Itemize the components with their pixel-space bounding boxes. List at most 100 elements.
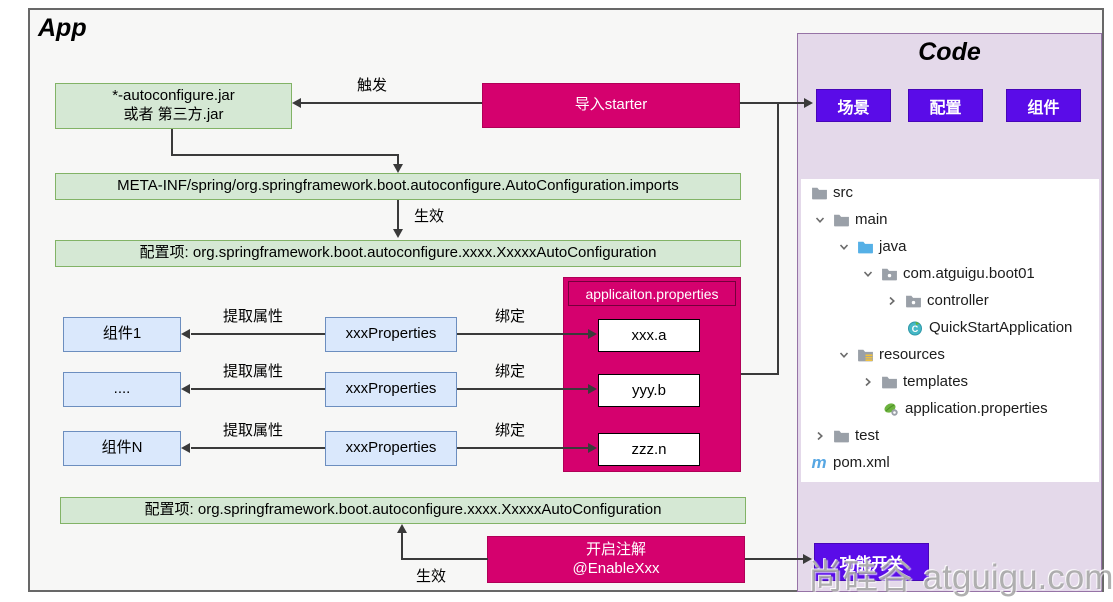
extract-arrowhead-2-icon xyxy=(181,384,190,394)
chevron-down-icon[interactable] xyxy=(809,215,831,225)
effective-bottom-label: 生效 xyxy=(416,568,447,585)
effective-top-label: 生效 xyxy=(414,208,445,225)
config-item-top-box: 配置项: org.springframework.boot.autoconfig… xyxy=(55,240,741,267)
tree-item-controller[interactable]: controller xyxy=(801,287,1099,314)
xxx-properties-box-2: xxxProperties xyxy=(325,372,457,407)
tree-item-application-properties[interactable]: application.properties xyxy=(801,395,1099,422)
project-file-tree: src main java xyxy=(801,179,1099,482)
enable-connector-v xyxy=(401,532,403,560)
tree-item-quickstart-application[interactable]: C QuickStartApplication xyxy=(801,314,1099,341)
jar-connector-v1 xyxy=(171,129,173,156)
watermark: 尚硅谷 atguigu.com xyxy=(808,558,1113,597)
folder-icon xyxy=(831,213,851,227)
bind-line-3 xyxy=(457,447,588,449)
tree-item-label: main xyxy=(855,211,888,228)
autoconfigure-jar-box: *-autoconfigure.jar 或者 第三方.jar xyxy=(55,83,292,129)
bind-label-2: 绑定 xyxy=(494,363,525,380)
folder-icon xyxy=(879,375,899,389)
jar-box-line2: 或者 第三方.jar xyxy=(123,106,224,123)
bind-arrowhead-2-icon xyxy=(588,384,597,394)
tree-item-label: QuickStartApplication xyxy=(929,319,1073,336)
bind-arrowhead-1-icon xyxy=(588,329,597,339)
chevron-down-icon[interactable] xyxy=(833,242,855,252)
property-key-3: zzz.n xyxy=(598,433,700,466)
chevron-right-icon[interactable] xyxy=(809,431,831,441)
extract-line-3 xyxy=(191,447,325,449)
config-item-bottom-box: 配置项: org.springframework.boot.autoconfig… xyxy=(60,497,746,524)
code-panel-title: Code xyxy=(918,38,981,66)
component-box-1: 组件1 xyxy=(63,317,181,352)
tree-item-templates[interactable]: templates xyxy=(801,368,1099,395)
tree-item-test[interactable]: test xyxy=(801,422,1099,449)
tree-item-resources[interactable]: resources xyxy=(801,341,1099,368)
feature-switch-chip: 功能开关 xyxy=(814,543,929,581)
extract-arrowhead-3-icon xyxy=(181,443,190,453)
meta-inf-imports-box: META-INF/spring/org.springframework.boot… xyxy=(55,173,741,200)
tree-item-label: java xyxy=(879,238,907,255)
enable-to-switch-arrowhead-icon xyxy=(803,554,812,564)
xxx-properties-box-1: xxxProperties xyxy=(325,317,457,352)
bind-line-1 xyxy=(457,333,588,335)
component-box-3: 组件N xyxy=(63,431,181,466)
bind-label-1: 绑定 xyxy=(494,308,525,325)
tree-item-label: com.atguigu.boot01 xyxy=(903,265,1035,282)
package-icon xyxy=(879,267,899,281)
folder-icon xyxy=(809,186,829,200)
tree-item-package[interactable]: com.atguigu.boot01 xyxy=(801,260,1099,287)
enable-annotation-box: 开启注解 @EnableXxx xyxy=(487,536,745,583)
tree-item-src[interactable]: src xyxy=(801,179,1099,206)
starter-to-code-arrowhead-icon xyxy=(804,98,813,108)
code-panel: Code 场景 配置 组件 src main xyxy=(797,33,1102,592)
enable-box-line1: 开启注解 xyxy=(585,540,646,558)
chevron-down-icon[interactable] xyxy=(857,269,879,279)
chip-config: 配置 xyxy=(908,89,983,122)
folder-icon xyxy=(831,429,851,443)
chevron-right-icon[interactable] xyxy=(857,377,879,387)
svg-text:C: C xyxy=(912,324,919,334)
properties-stub-line xyxy=(741,373,779,375)
enable-connector-arrowhead-icon xyxy=(397,524,407,533)
jar-connector-h xyxy=(171,154,399,156)
extract-label-3: 提取属性 xyxy=(222,422,283,439)
property-key-2: yyy.b xyxy=(598,374,700,407)
tree-item-java[interactable]: java xyxy=(801,233,1099,260)
application-properties-panel: applicaiton.properties xxx.a yyy.b zzz.n xyxy=(563,277,741,472)
tree-item-main[interactable]: main xyxy=(801,206,1099,233)
app-title: App xyxy=(38,14,87,42)
resources-folder-icon xyxy=(855,348,875,362)
xxx-properties-box-3: xxxProperties xyxy=(325,431,457,466)
starter-to-code-line xyxy=(740,102,806,104)
spring-boot-class-icon: C xyxy=(905,320,925,336)
tree-item-label: src xyxy=(833,184,853,201)
tree-item-label: resources xyxy=(879,346,945,363)
effective-top-arrowhead-icon xyxy=(393,229,403,238)
package-icon xyxy=(903,294,923,308)
extract-arrowhead-1-icon xyxy=(181,329,190,339)
tree-item-label: templates xyxy=(903,373,969,390)
extract-line-1 xyxy=(191,333,325,335)
application-properties-title: applicaiton.properties xyxy=(568,281,736,306)
chevron-down-icon[interactable] xyxy=(833,350,855,360)
bind-arrowhead-3-icon xyxy=(588,443,597,453)
source-folder-icon xyxy=(855,240,875,254)
properties-riser-line xyxy=(777,102,779,374)
tree-item-label: test xyxy=(855,427,880,444)
tree-item-pom-xml[interactable]: m pom.xml xyxy=(801,449,1099,476)
component-box-2: .... xyxy=(63,372,181,407)
chevron-right-icon[interactable] xyxy=(881,296,903,306)
trigger-label: 触发 xyxy=(356,77,387,94)
enable-connector-h xyxy=(401,558,488,560)
enable-box-line2: @EnableXxx xyxy=(572,559,660,577)
extract-label-2: 提取属性 xyxy=(222,363,283,380)
tree-item-label: pom.xml xyxy=(833,454,890,471)
trigger-line xyxy=(301,102,482,104)
bind-label-3: 绑定 xyxy=(494,422,525,439)
tree-item-label: controller xyxy=(927,292,989,309)
property-key-1: xxx.a xyxy=(598,319,700,352)
jar-box-line1: *-autoconfigure.jar xyxy=(112,87,235,105)
spring-properties-icon xyxy=(881,401,901,417)
chip-scene: 场景 xyxy=(816,89,891,122)
bind-line-2 xyxy=(457,388,588,390)
import-starter-box: 导入starter xyxy=(482,83,740,128)
extract-line-2 xyxy=(191,388,325,390)
